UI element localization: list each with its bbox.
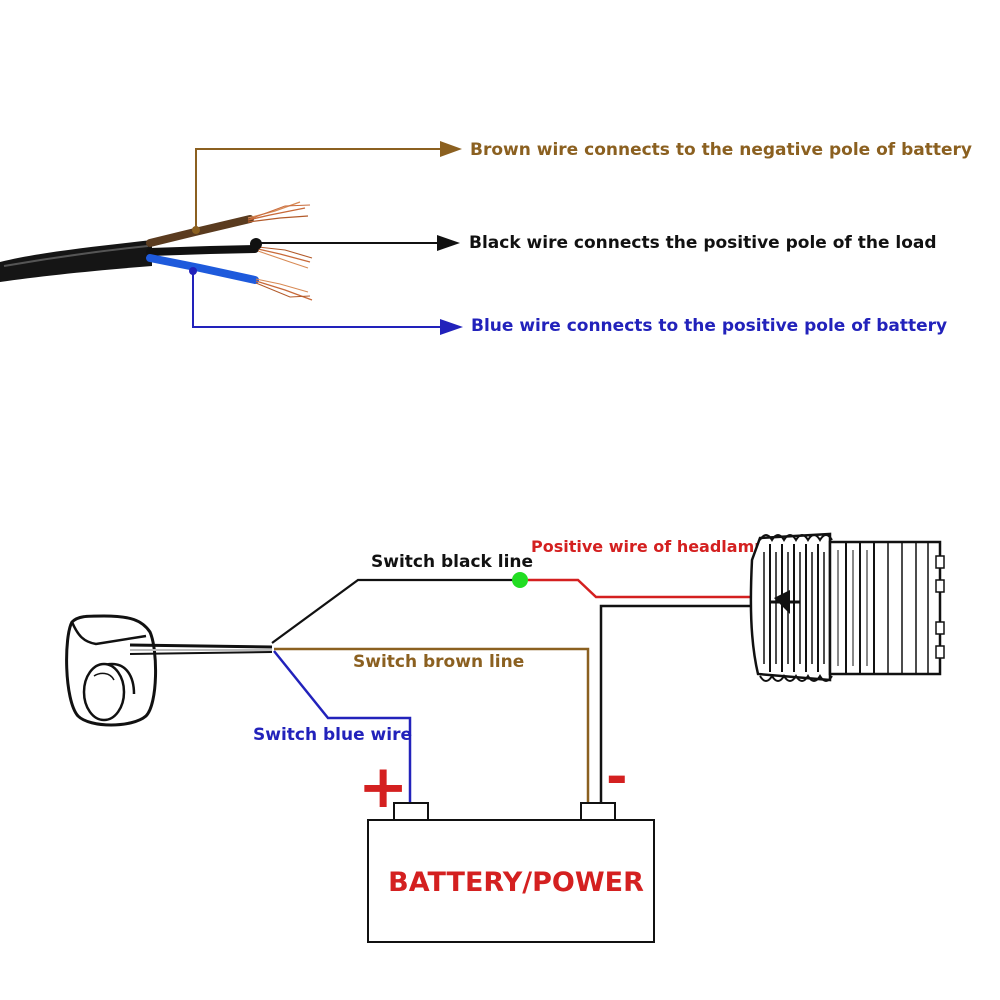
blue-arrowhead <box>440 319 463 335</box>
black-arrowhead <box>437 235 460 251</box>
black-cable <box>0 240 152 282</box>
switch-blue-wire-label: Switch blue wire <box>253 725 412 745</box>
switch-black-line-label: Switch black line <box>371 552 533 572</box>
circuit-diagram: Switch black line Positive wire of headl… <box>65 532 945 943</box>
black-inner-wire <box>146 245 313 269</box>
brown-callout: Brown wire connects to the negative pole… <box>192 140 972 234</box>
junction-dot <box>512 572 528 588</box>
blue-wire-label: Blue wire connects to the positive pole … <box>471 316 947 336</box>
battery-positive-terminal <box>393 802 429 821</box>
battery-negative-terminal <box>580 802 616 821</box>
switch-brown-line: Switch brown line <box>274 647 590 805</box>
switch-cable <box>129 643 273 655</box>
headlamp-negative-wire <box>599 604 752 805</box>
headlamp-positive-wire: Positive wire of headlamp <box>528 537 766 599</box>
black-wire-label: Black wire connects the positive pole of… <box>469 233 937 253</box>
blue-callout: Blue wire connects to the positive pole … <box>189 267 947 336</box>
blue-inner-wire <box>146 254 313 301</box>
brown-inner-wire <box>146 201 311 247</box>
headlamp <box>749 532 945 682</box>
battery: BATTERY/POWER <box>367 802 655 943</box>
black-callout: Black wire connects the positive pole of… <box>250 233 937 253</box>
minus-sign: - <box>606 747 628 807</box>
cable-diagram: Brown wire connects to the negative pole… <box>0 140 972 336</box>
switch-brown-line-label: Switch brown line <box>353 652 524 672</box>
brown-wire-label: Brown wire connects to the negative pole… <box>470 140 972 160</box>
switch-black-line: Switch black line <box>271 552 533 644</box>
brown-arrowhead <box>440 141 462 157</box>
positive-wire-headlamp-label: Positive wire of headlamp <box>531 537 766 556</box>
handlebar-switch <box>65 614 158 727</box>
battery-label: BATTERY/POWER <box>388 867 644 898</box>
plus-sign: + <box>358 752 408 822</box>
switch-blue-wire: Switch blue wire <box>253 650 412 805</box>
